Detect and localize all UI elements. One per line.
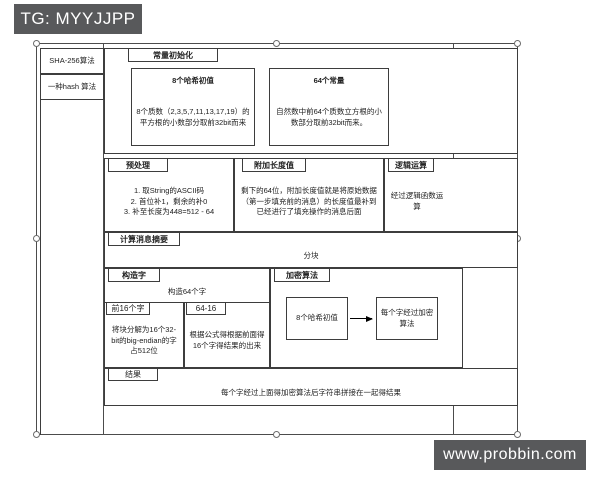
root-subtitle-box[interactable]: 一种hash 算法	[40, 74, 104, 100]
section-constant-init-label[interactable]: 常量初始化	[128, 48, 218, 62]
section-logic-operation-body: 经过逻辑函数运算	[390, 191, 444, 211]
root-spine	[40, 100, 41, 435]
root-subtitle-text: 一种hash 算法	[47, 81, 97, 91]
resize-handle-top-left[interactable]	[33, 40, 40, 47]
constants-64-box[interactable]	[269, 68, 389, 146]
hash-init-values-box[interactable]	[131, 68, 255, 146]
watermark-bottom-right: www.probbin.com	[434, 440, 586, 470]
each-word-encrypt-box[interactable]	[376, 297, 438, 340]
constants-64-body: 自然数中前64个质数立方根的小数部分取前32bit而来。	[276, 107, 382, 127]
root-title-text: SHA-256算法	[49, 55, 95, 65]
resize-handle-bottom-left[interactable]	[33, 431, 40, 438]
section-encrypt-algorithm-label[interactable]: 加密算法	[274, 268, 330, 282]
each-word-encrypt-title: 每个字经过加密算法	[380, 307, 434, 328]
constants-64-title: 64个常量	[313, 75, 345, 85]
resize-handle-top-center[interactable]	[273, 40, 280, 47]
section-compute-digest-body: 分块	[303, 250, 319, 260]
resize-handle-bottom-center[interactable]	[273, 431, 280, 438]
frame-divider-left	[103, 44, 104, 434]
watermark-top-left: TG: MYYJJPP	[14, 4, 142, 34]
encrypt-flow-arrow	[350, 315, 373, 322]
section-compute-digest-label[interactable]: 计算消息摘要	[108, 232, 180, 246]
hash-init-values-body: 8个质数（2,3,5,7,11,13,17,19）的平方根的小数部分取前32bi…	[136, 107, 250, 127]
first-16-words-body: 将块分解为16个32-bit的big-endian的字占512位	[111, 324, 177, 356]
section-logic-operation-label[interactable]: 逻辑运算	[388, 158, 434, 172]
words-64-16-body: 根据公式得根据前面得16个字得结果的出来	[189, 330, 265, 350]
resize-handle-top-right[interactable]	[514, 40, 521, 47]
hash-init-values-2-box[interactable]	[286, 297, 348, 340]
section-result-box[interactable]	[104, 368, 518, 406]
hash-init-values-title: 8个哈希初值	[172, 75, 214, 85]
section-build-words-body: 构造64个字	[167, 286, 207, 296]
resize-handle-middle-left[interactable]	[33, 235, 40, 242]
section-preprocess-body: 1. 取String的ASCII码 2. 首位补1，剩余的补0 3. 补至长度为…	[123, 185, 215, 217]
first-16-words-title[interactable]: 前16个字	[106, 302, 150, 315]
section-append-length-label[interactable]: 附加长度值	[242, 158, 306, 172]
section-result-label[interactable]: 结果	[108, 368, 158, 381]
hash-init-values-2-title: 8个哈希初值	[296, 313, 338, 323]
root-title-box[interactable]: SHA-256算法	[40, 48, 104, 74]
section-result-body: 每个字经过上面得加密算法后字符串拼接在一起得结果	[221, 387, 401, 397]
section-append-length-body: 剩下的64位，附加长度值就是将原始数据（第一步填充前的消息）的长度值最补到已经进…	[241, 185, 377, 217]
section-preprocess-label[interactable]: 预处理	[108, 158, 168, 172]
resize-handle-bottom-right[interactable]	[514, 431, 521, 438]
words-64-16-title[interactable]: 64-16	[186, 302, 226, 315]
section-build-words-label[interactable]: 构造字	[108, 268, 160, 282]
